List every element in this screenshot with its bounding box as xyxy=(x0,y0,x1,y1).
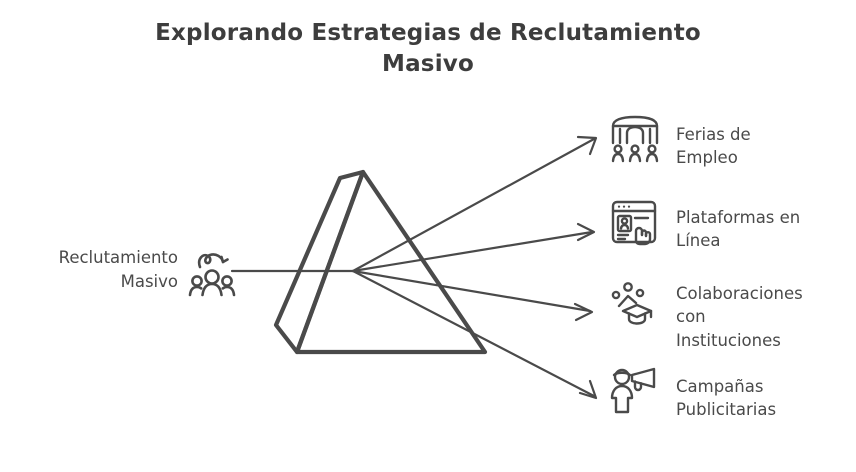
arrow-to-campanas-publicitarias xyxy=(351,269,598,400)
branch-label-ferias-de-empleo: Ferias de Empleo xyxy=(676,125,751,168)
branch-label-colaboraciones-con-instituciones: Colaboraciones con Instituciones xyxy=(676,284,803,350)
job-fair-booth-icon xyxy=(610,115,660,163)
source-label: Reclutamiento Masivo xyxy=(58,248,178,291)
prism-front-face xyxy=(294,169,488,355)
arrow-to-plataformas-en-linea xyxy=(351,222,596,273)
arrow-to-colaboraciones-con-instituciones xyxy=(351,269,594,322)
group-of-people-icon xyxy=(186,250,238,298)
branch-label-campanas-publicitarias: Campañas Publicitarias xyxy=(676,377,777,420)
page-title: Explorando Estrategias de Reclutamiento … xyxy=(155,20,701,78)
arrow-to-ferias-de-empleo xyxy=(351,135,598,273)
online-platform-window-icon xyxy=(610,200,660,246)
branch-label-plataformas-en-linea: Plataformas en Línea xyxy=(676,208,801,251)
graduation-cap-collaboration-icon xyxy=(610,282,660,328)
prism-shape xyxy=(273,169,488,355)
megaphone-person-icon xyxy=(610,367,660,414)
prism-back-face xyxy=(273,169,366,355)
